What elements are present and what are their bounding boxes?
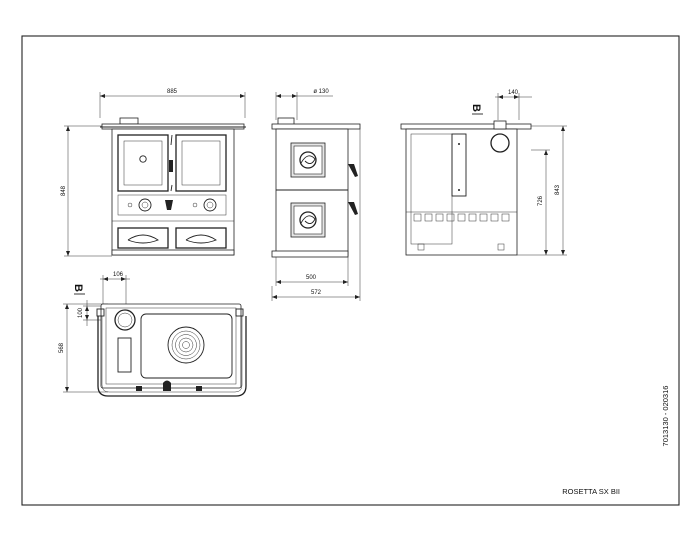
rear-body bbox=[405, 128, 518, 256]
front-right-dial bbox=[203, 198, 217, 212]
side-depth-outer-label: 572 bbox=[311, 290, 322, 296]
front-width-label: 885 bbox=[167, 89, 178, 95]
front-left-drawer bbox=[117, 227, 169, 249]
rear-flue-offset-label: 140 bbox=[508, 90, 519, 96]
sheet-frame bbox=[21, 35, 680, 506]
front-body bbox=[111, 128, 235, 256]
side-hob-plate bbox=[271, 123, 361, 130]
front-right-door bbox=[175, 134, 227, 192]
rear-height-inner-label: 726 bbox=[538, 195, 544, 206]
drawing-code-label: 7013130 - 020316 bbox=[661, 386, 670, 447]
plan-flue-x-label: 106 bbox=[113, 272, 124, 278]
front-height-label: 848 bbox=[61, 185, 67, 196]
side-lower-handle bbox=[348, 202, 358, 215]
front-flue-collar bbox=[119, 117, 139, 125]
rear-height-outer-label: 843 bbox=[555, 184, 561, 195]
plan-depth-label: 568 bbox=[59, 342, 65, 353]
front-right-drawer bbox=[175, 227, 227, 249]
plan-hob-outline bbox=[100, 303, 242, 389]
plan-view: B 106 100 568 bbox=[59, 272, 247, 397]
front-hob-plate bbox=[101, 123, 245, 130]
plan-cooking-plate bbox=[140, 313, 233, 379]
model-label: ROSETTA SX BII bbox=[562, 487, 620, 496]
rear-flue-outlet bbox=[490, 133, 510, 153]
plan-section-marker: B bbox=[72, 284, 84, 292]
flue-diameter-label: ø 130 bbox=[313, 89, 329, 95]
front-left-dial bbox=[138, 198, 152, 212]
plan-flue-hole bbox=[114, 309, 136, 331]
rear-view: B 140 bbox=[400, 90, 567, 256]
rear-section-marker: B bbox=[470, 104, 482, 112]
front-left-door bbox=[117, 134, 169, 192]
rear-vent-row bbox=[413, 213, 510, 222]
front-view: 885 848 bbox=[61, 89, 246, 257]
plan-hotplate-rings bbox=[167, 326, 205, 364]
rear-hob-plate bbox=[400, 123, 532, 130]
plan-vent-slot bbox=[117, 337, 132, 373]
plan-towel-rail bbox=[97, 316, 247, 397]
front-thermometer bbox=[139, 155, 147, 163]
plan-flue-y-label: 100 bbox=[78, 307, 84, 318]
side-upper-handle bbox=[348, 164, 358, 177]
side-view: ø 130 500 572 bbox=[271, 89, 361, 301]
front-control-band bbox=[117, 194, 227, 216]
side-depth-inner-label: 500 bbox=[306, 275, 317, 281]
